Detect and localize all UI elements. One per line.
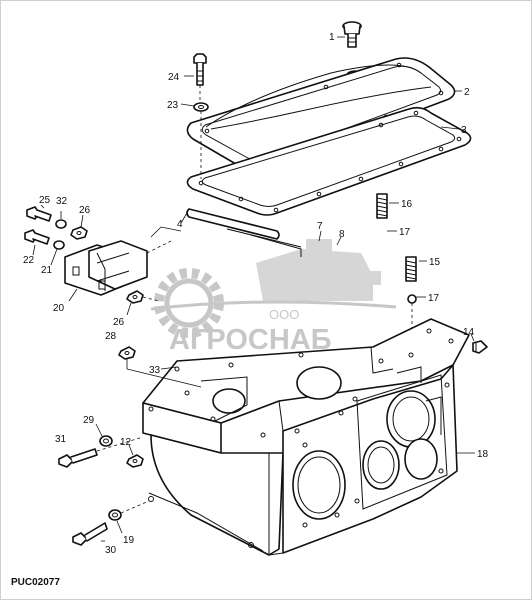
rod-part-4 bbox=[186, 208, 302, 257]
bolt-part-30 bbox=[72, 522, 108, 546]
leader-lines bbox=[32, 36, 475, 542]
bolt-part-24 bbox=[193, 53, 207, 86]
callout-26-lower: 26 bbox=[113, 317, 125, 328]
callout-labels: 1 2 3 4 7 8 12 14 15 16 17 17 18 19 20 2… bbox=[23, 32, 489, 556]
figure-code: PUC02077 bbox=[11, 577, 60, 588]
callout-21: 21 bbox=[41, 265, 53, 276]
spring-part-16 bbox=[376, 193, 388, 219]
callout-12: 12 bbox=[120, 437, 132, 448]
callout-26-upper: 26 bbox=[79, 205, 91, 216]
plug-part-14 bbox=[472, 340, 488, 354]
housing-bolt-holes bbox=[148, 328, 454, 528]
callout-17-upper: 17 bbox=[399, 227, 411, 238]
watermark-line2: АГРОСНАБ bbox=[169, 324, 332, 356]
callout-22: 22 bbox=[23, 255, 35, 266]
callout-3: 3 bbox=[461, 125, 467, 136]
spring-part-15 bbox=[405, 256, 417, 282]
washer-part-29 bbox=[99, 435, 113, 447]
callout-15: 15 bbox=[429, 257, 441, 268]
nut-part-28 bbox=[118, 346, 136, 360]
nut-part-26 bbox=[70, 226, 88, 240]
callout-14: 14 bbox=[463, 327, 475, 338]
washer-part-23 bbox=[193, 102, 209, 112]
callout-17-lower: 17 bbox=[428, 293, 440, 304]
nut-part-12 bbox=[126, 454, 144, 468]
watermark-logo: ООО АГРОСНАБ bbox=[150, 239, 397, 356]
callout-18: 18 bbox=[477, 449, 489, 460]
callout-28: 28 bbox=[105, 331, 117, 342]
watermark-line1: ООО bbox=[269, 307, 299, 322]
callout-1: 1 bbox=[329, 32, 335, 43]
gasket-part-3 bbox=[186, 106, 472, 216]
callout-20: 20 bbox=[53, 303, 65, 314]
harvester-silhouette-icon bbox=[256, 239, 381, 301]
callout-2: 2 bbox=[464, 87, 470, 98]
callout-25: 25 bbox=[39, 195, 51, 206]
washer-part-32 bbox=[55, 219, 67, 229]
callout-33: 33 bbox=[149, 365, 161, 376]
washer-part-19 bbox=[108, 509, 122, 521]
bolt-part-31 bbox=[58, 448, 98, 468]
cap-bolt-part-1 bbox=[342, 21, 362, 48]
callout-23: 23 bbox=[167, 100, 179, 111]
callout-4: 4 bbox=[177, 219, 183, 230]
gasket-bolt-holes bbox=[198, 110, 462, 213]
bolt-part-25 bbox=[26, 206, 52, 222]
callout-24: 24 bbox=[168, 72, 180, 83]
callout-19: 19 bbox=[123, 535, 135, 546]
callout-7: 7 bbox=[317, 221, 323, 232]
callout-29: 29 bbox=[83, 415, 95, 426]
bolt-part-22 bbox=[24, 229, 50, 245]
callout-30: 30 bbox=[105, 545, 117, 556]
callout-16: 16 bbox=[401, 199, 413, 210]
bracket-part-20 bbox=[64, 240, 148, 296]
callout-8: 8 bbox=[339, 229, 345, 240]
nut-part-26b bbox=[126, 290, 144, 304]
ball-part-17 bbox=[407, 294, 417, 304]
callout-31: 31 bbox=[55, 434, 67, 445]
callout-32: 32 bbox=[56, 196, 68, 207]
washer-part-21 bbox=[53, 240, 65, 250]
housing-part-18 bbox=[142, 318, 470, 556]
